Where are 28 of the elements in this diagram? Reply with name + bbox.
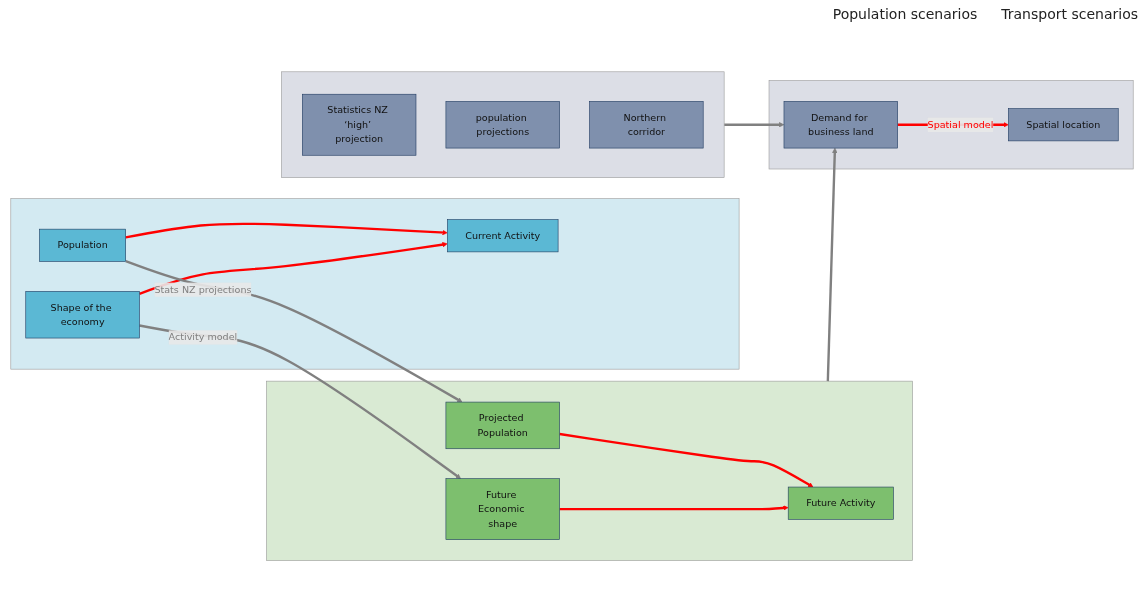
node-box: Demand for business land	[783, 100, 898, 149]
arrow	[139, 324, 461, 479]
section-heading: Transport scenarios	[1001, 6, 1138, 22]
arrow	[139, 241, 448, 295]
node-box: Future Economic shape	[445, 478, 560, 540]
node-box: Shape of the economy	[25, 290, 140, 339]
arrow	[125, 222, 448, 239]
node-box: Statistics NZ ‘high’ projection	[302, 93, 417, 156]
node-box: Northern corridor	[589, 100, 704, 149]
node-box: Spatial location	[1008, 108, 1119, 141]
arrow	[724, 121, 785, 128]
section-heading: Population scenarios	[832, 6, 978, 22]
node-box: Projected Population	[445, 401, 560, 449]
node-box: population projections	[445, 100, 560, 149]
arrow	[559, 432, 814, 488]
cluster	[10, 198, 740, 370]
edge-label: Stats NZ projections	[154, 283, 252, 295]
arrow	[559, 505, 789, 511]
cluster	[266, 380, 913, 561]
arrow	[125, 259, 463, 403]
node-box: Future Activity	[787, 486, 894, 520]
node-box: Population	[39, 228, 126, 262]
node-box: Current Activity	[447, 219, 559, 252]
arrow	[826, 147, 838, 381]
edge-label: Spatial model	[927, 118, 994, 130]
cluster	[281, 71, 725, 178]
edge-label: Activity model	[168, 331, 238, 343]
cluster	[768, 79, 1134, 170]
